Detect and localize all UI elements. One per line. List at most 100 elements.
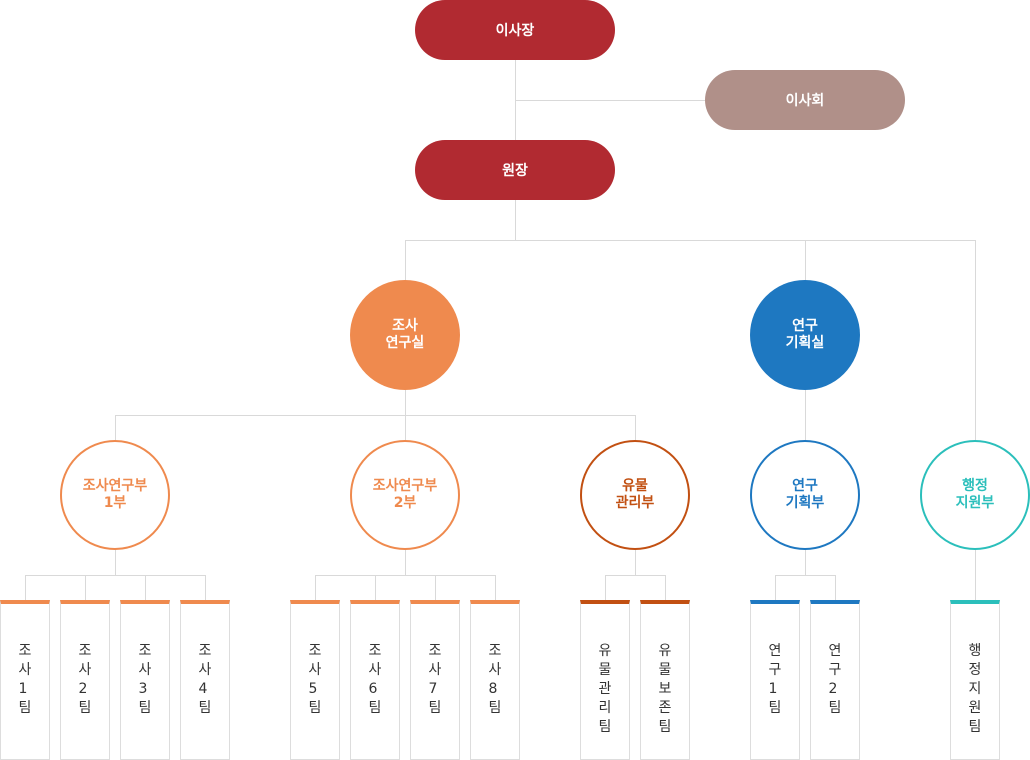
connector-level3-bar — [115, 415, 636, 416]
team-label-char: 5 — [308, 681, 318, 697]
connector-to-relic-dept — [635, 415, 636, 440]
connector-admin-dept-down — [975, 550, 976, 600]
team-label-char: 1 — [768, 681, 778, 697]
team-label-char: 지 — [968, 681, 982, 697]
team-label-char: 유 — [598, 643, 612, 659]
team-label-char: 2 — [828, 681, 838, 697]
connector-board — [515, 100, 705, 101]
team-label-char: 연 — [828, 643, 842, 659]
board-node: 이사회 — [705, 70, 905, 130]
team-label-char: 조 — [308, 643, 322, 659]
connector-to-survey-office — [405, 240, 406, 280]
team-label-char: 사 — [18, 662, 32, 678]
connector-director-down — [515, 200, 516, 240]
team-label-char: 팀 — [658, 719, 672, 735]
office-label-line: 연구 — [792, 318, 818, 334]
dept-label-line: 1부 — [103, 495, 127, 511]
team-label-char: 7 — [428, 681, 438, 697]
connector-to-dept1 — [115, 415, 116, 440]
team-label-char: 팀 — [198, 700, 212, 716]
team-label-char: 팀 — [488, 700, 502, 716]
team-label-char: 팀 — [768, 700, 782, 716]
connector-team4 — [205, 575, 206, 600]
team-label-char: 행 — [968, 643, 982, 659]
connector-relic-bar — [605, 575, 666, 576]
team-label-char: 조 — [138, 643, 152, 659]
team-label-char: 2 — [78, 681, 88, 697]
team-label-char: 팀 — [828, 700, 842, 716]
team-label-char: 팀 — [368, 700, 382, 716]
team-label-char: 관 — [598, 681, 612, 697]
dept-label-line: 유물 — [622, 478, 648, 494]
team-label-char: 1 — [18, 681, 28, 697]
board-label: 이사회 — [785, 93, 825, 109]
team-label-char: 사 — [78, 662, 92, 678]
team-label-char: 유 — [658, 643, 672, 659]
team-label-char: 조 — [78, 643, 92, 659]
survey-research-dept1-node: 조사연구부 1부 — [60, 440, 170, 550]
team-label-char: 사 — [428, 662, 442, 678]
dept-label-line: 연구 — [792, 478, 818, 494]
team-label-char: 물 — [658, 662, 672, 678]
team-label-char: 리 — [598, 700, 612, 716]
connector-relic-team2 — [665, 575, 666, 600]
connector-dept1-down — [115, 550, 116, 575]
team-label-char: 조 — [18, 643, 32, 659]
connector-planning-office-down — [805, 390, 806, 440]
dept-label-line: 행정 — [962, 478, 988, 494]
connector-relic-dept-down — [635, 550, 636, 575]
connector-survey-office-down — [405, 390, 406, 415]
team-label-char: 사 — [308, 662, 322, 678]
office-label-line: 기획실 — [785, 335, 825, 351]
team-label-char: 사 — [198, 662, 212, 678]
team-label-char: 사 — [138, 662, 152, 678]
survey-research-office-node: 조사 연구실 — [350, 280, 460, 390]
team-label-char: 보 — [658, 681, 672, 697]
team-label-char: 팀 — [308, 700, 322, 716]
research-planning-dept-node: 연구 기획부 — [750, 440, 860, 550]
team-label-char: 6 — [368, 681, 378, 697]
team-label-char: 연 — [768, 643, 782, 659]
connector-to-dept2 — [405, 415, 406, 440]
dept-label-line: 기획부 — [785, 495, 825, 511]
team-label-char: 구 — [828, 662, 842, 678]
team-label-char: 존 — [658, 700, 672, 716]
team-label-char: 4 — [198, 681, 208, 697]
connector-team3 — [145, 575, 146, 600]
team-label-char: 팀 — [138, 700, 152, 716]
connector-team6 — [375, 575, 376, 600]
relic-management-dept-node: 유물 관리부 — [580, 440, 690, 550]
team-label-char: 사 — [488, 662, 502, 678]
connector-team8 — [495, 575, 496, 600]
dept-label-line: 지원부 — [955, 495, 995, 511]
team-label-char: 조 — [488, 643, 502, 659]
dept-label-line: 2부 — [393, 495, 417, 511]
director-node: 원장 — [415, 140, 615, 200]
director-label: 원장 — [502, 163, 528, 179]
admin-support-dept-node: 행정 지원부 — [920, 440, 1030, 550]
team-label-char: 팀 — [598, 719, 612, 735]
connector-team5 — [315, 575, 316, 600]
team-label-char: 원 — [968, 700, 982, 716]
chairman-label: 이사장 — [495, 23, 535, 39]
dept-label-line: 조사연구부 — [372, 478, 438, 494]
research-planning-office-node: 연구 기획실 — [750, 280, 860, 390]
team-label-char: 조 — [198, 643, 212, 659]
survey-research-dept2-node: 조사연구부 2부 — [350, 440, 460, 550]
